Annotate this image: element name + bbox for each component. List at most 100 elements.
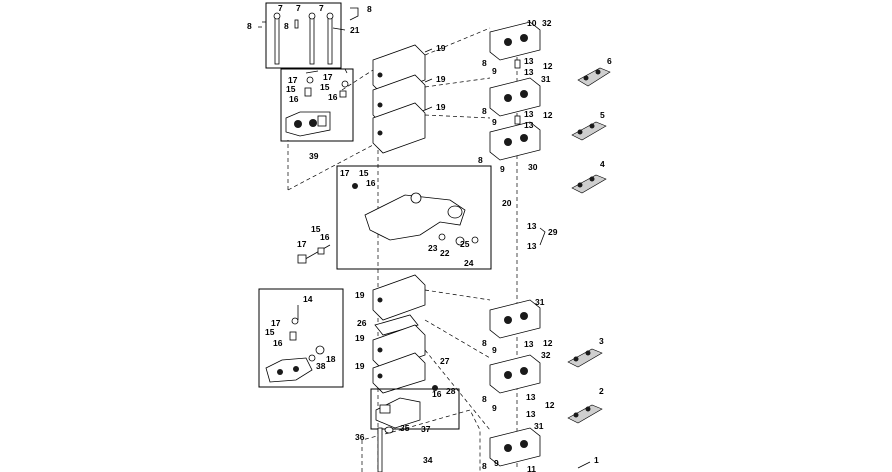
- callout-12: 12: [545, 400, 555, 410]
- callout-16: 16: [328, 92, 338, 102]
- callout-15: 15: [320, 82, 330, 92]
- callout-13: 13: [524, 109, 534, 119]
- callout-19: 19: [355, 333, 365, 343]
- callout-19: 19: [436, 43, 446, 53]
- callout-32: 32: [542, 18, 552, 28]
- callout-13: 13: [526, 409, 536, 419]
- upper-end-covers: 10 32 8 9 13 13 12 31 8 9 13 13 12 8 9 3…: [478, 18, 553, 174]
- callout-31: 31: [535, 297, 545, 307]
- callout-13: 13: [524, 67, 534, 77]
- callout-30: 30: [528, 162, 538, 172]
- flange-plates-upper: 6 5 4: [571, 56, 612, 194]
- callout-8: 8: [367, 4, 372, 14]
- callout-9: 9: [500, 164, 505, 174]
- callout-7: 7: [296, 3, 301, 13]
- callout-11: 11: [527, 464, 536, 472]
- callout-17: 17: [288, 75, 298, 85]
- bolt-kit-box: [258, 2, 359, 69]
- loose-fittings-left: 15 16 17: [297, 224, 331, 264]
- callout-19: 19: [436, 74, 446, 84]
- callout-8: 8: [247, 21, 252, 31]
- lower-valve-sections: 19 26 19 19: [355, 274, 426, 394]
- callout-31: 31: [534, 421, 544, 431]
- callout-36: 36: [355, 432, 365, 442]
- callout-8: 8: [482, 461, 487, 471]
- callout-8: 8: [478, 155, 483, 165]
- callout-8: 8: [482, 106, 487, 116]
- callout-24: 24: [464, 258, 474, 268]
- callout-12: 12: [543, 338, 553, 348]
- callout-22: 22: [440, 248, 450, 258]
- callout-18: 18: [326, 354, 336, 364]
- callout-16: 16: [432, 389, 442, 399]
- callout-20: 20: [502, 198, 512, 208]
- callout-15: 15: [286, 84, 296, 94]
- callout-37: 37: [421, 424, 431, 434]
- callout-35: 35: [400, 423, 410, 433]
- callout-6: 6: [607, 56, 612, 66]
- callout-7: 7: [319, 3, 324, 13]
- callout-19: 19: [355, 361, 365, 371]
- callout-8: 8: [482, 394, 487, 404]
- callout-9: 9: [492, 66, 497, 76]
- callout-8: 8: [284, 21, 289, 31]
- valve-section-box-14: 14 17 15 16 18 38: [258, 288, 344, 388]
- callout-1: 1: [594, 455, 599, 465]
- callout-5: 5: [600, 110, 605, 120]
- callout-9: 9: [494, 458, 499, 468]
- callout-16: 16: [320, 232, 330, 242]
- lower-end-covers: 31 8 9 13 12 32 8 9 13 13 12 31 8 9 11: [482, 297, 555, 472]
- callout-12: 12: [543, 110, 553, 120]
- callout-27: 27: [440, 356, 450, 366]
- callout-16: 16: [366, 178, 376, 188]
- callout-31: 31: [541, 74, 551, 84]
- callout-17: 17: [271, 318, 281, 328]
- callout-29: 29: [548, 227, 558, 237]
- inlet-section-box-20: 17 15 16 20 23 22 25 24: [336, 165, 512, 270]
- callout-8: 8: [482, 338, 487, 348]
- callout-15: 15: [359, 168, 369, 178]
- callout-34: 34: [423, 455, 433, 465]
- callout-28: 28: [446, 386, 456, 396]
- callout-16: 16: [289, 94, 299, 104]
- callout-38: 38: [316, 361, 326, 371]
- callout-13: 13: [524, 120, 534, 130]
- callout-17: 17: [340, 168, 350, 178]
- callout-13: 13: [524, 56, 534, 66]
- callout-21: 21: [350, 25, 360, 35]
- callout-8: 8: [482, 58, 487, 68]
- callout-19: 19: [355, 290, 365, 300]
- callout-17: 17: [323, 72, 333, 82]
- callout-17: 17: [297, 239, 307, 249]
- callout-4: 4: [600, 159, 605, 169]
- valve-section-box-39: 17 17 15 15 16 16 39: [280, 68, 354, 161]
- callout-9: 9: [492, 117, 497, 127]
- flange-plates-lower: 3 2 1: [567, 336, 604, 469]
- callout-9: 9: [492, 345, 497, 355]
- callout-15: 15: [265, 327, 275, 337]
- callout-16: 16: [273, 338, 283, 348]
- callout-32: 32: [541, 350, 551, 360]
- callout-13: 13: [527, 221, 537, 231]
- upper-valve-sections: 19 19 19: [372, 43, 446, 154]
- section-box-27: 27 16 28: [370, 356, 460, 430]
- callout-13: 13: [526, 392, 536, 402]
- callout-23: 23: [428, 243, 438, 253]
- callout-14: 14: [303, 294, 313, 304]
- callout-3: 3: [599, 336, 604, 346]
- callout-15: 15: [311, 224, 321, 234]
- callout-7: 7: [278, 3, 283, 13]
- callout-10: 10: [527, 18, 537, 28]
- callout-12: 12: [543, 61, 553, 71]
- lower-housing: 36 35 37 34: [355, 409, 481, 472]
- callout-26: 26: [357, 318, 367, 328]
- callout-25: 25: [460, 239, 470, 249]
- callout-9: 9: [492, 403, 497, 413]
- callout-13: 13: [527, 241, 537, 251]
- callout-19: 19: [436, 102, 446, 112]
- callout-13: 13: [524, 339, 534, 349]
- bolt-labels: 7 7 7 8 8 8 21: [247, 3, 372, 35]
- callout-2: 2: [599, 386, 604, 396]
